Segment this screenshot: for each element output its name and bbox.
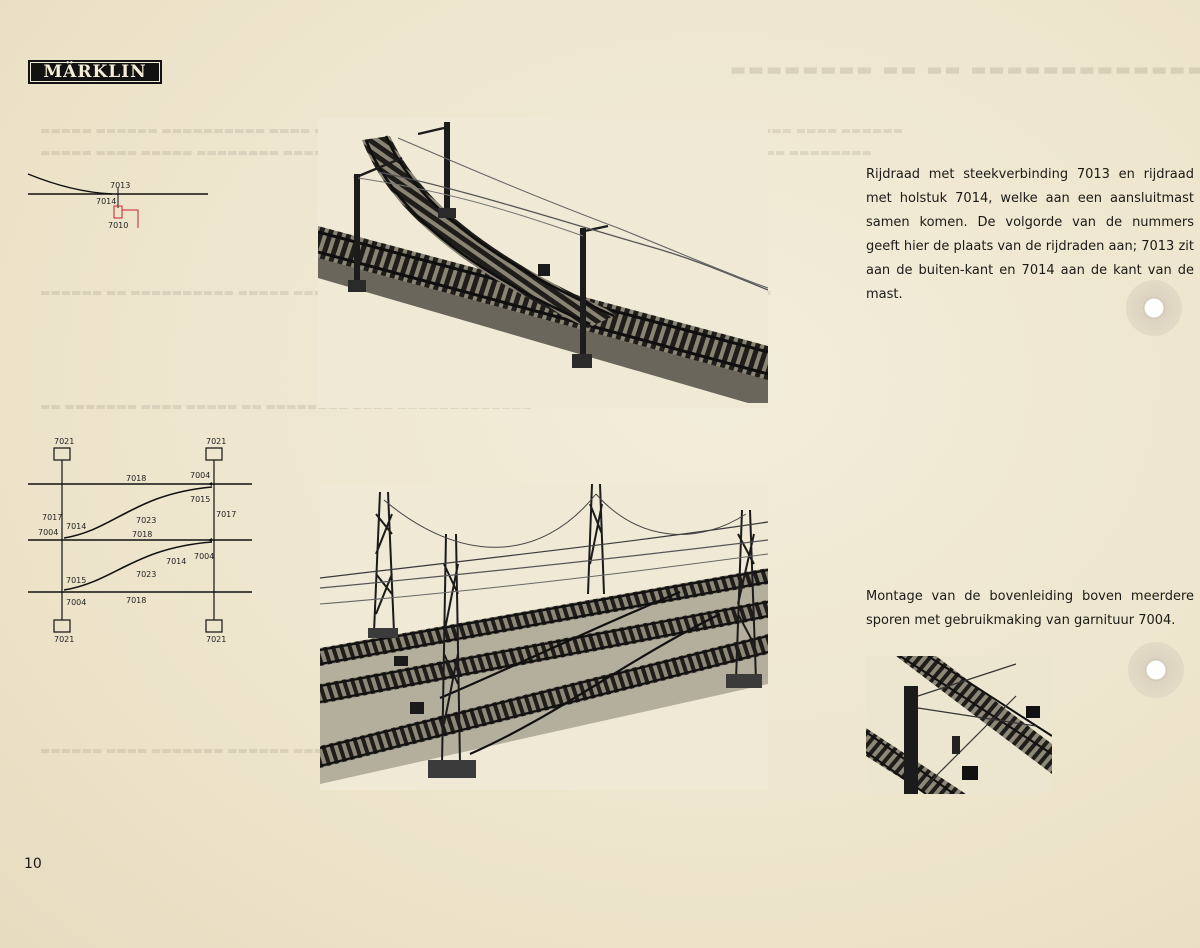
caption-top: Rijdraad met steekverbinding 7013 en rij…: [866, 167, 1194, 302]
diagram-label: 7018: [126, 474, 146, 483]
diagram-label: 7017: [42, 513, 62, 522]
diagram-label: 7004: [190, 471, 210, 480]
diagram-top-overhead: 7013 7014 7010: [27, 173, 208, 230]
diagram-label: 7004: [66, 598, 86, 607]
diagram-label: 7004: [38, 528, 58, 537]
diagram-label: 7013: [110, 181, 130, 190]
diagram-label: 7014: [96, 197, 116, 206]
marklin-logo: MÄRKLIN: [28, 60, 162, 84]
diagram-grid-overhead: 7021 7021 7021 7021 7018 7004 7015 7017 …: [28, 437, 252, 644]
diagram-label: 7004: [194, 552, 214, 561]
photo-catenary-junction: [318, 118, 768, 408]
binder-hole: [1128, 642, 1184, 698]
mast-label: 7021: [206, 635, 226, 644]
diagram-label: 7014: [66, 522, 86, 531]
photo-catenary-detail: [866, 656, 1052, 794]
diagram-label: 7018: [132, 530, 152, 539]
diagram-label: 7023: [136, 570, 156, 579]
diagram-label: 7010: [108, 221, 128, 230]
ghost-text: ▬▬▬▬▬▬▬▬ ▬▬ ▬▬ ▬▬▬▬▬▬▬▬▬▬▬▬▬▬: [730, 60, 1200, 80]
diagram-label: 7015: [190, 495, 210, 504]
diagram-label: 7015: [66, 576, 86, 585]
mast-label: 7021: [54, 437, 74, 446]
ghost-text: ▬▬▬▬▬▬ ▬▬▬▬ ▬▬▬▬▬▬▬ ▬▬▬▬▬▬ ▬▬▬▬▬▬▬ ▬▬▬: [40, 744, 401, 757]
mast-label: 7021: [206, 437, 226, 446]
photo-multi-track-catenary: [320, 484, 768, 790]
page-number: 10: [24, 856, 42, 872]
mast-label: 7021: [54, 635, 74, 644]
diagram-label: 7014: [166, 557, 186, 566]
diagram-label: 7018: [126, 596, 146, 605]
caption-bottom: Montage van de bovenleiding boven meerde…: [866, 589, 1194, 628]
binder-hole: [1126, 280, 1182, 336]
diagram-label: 7023: [136, 516, 156, 525]
diagram-label: 7017: [216, 510, 236, 519]
